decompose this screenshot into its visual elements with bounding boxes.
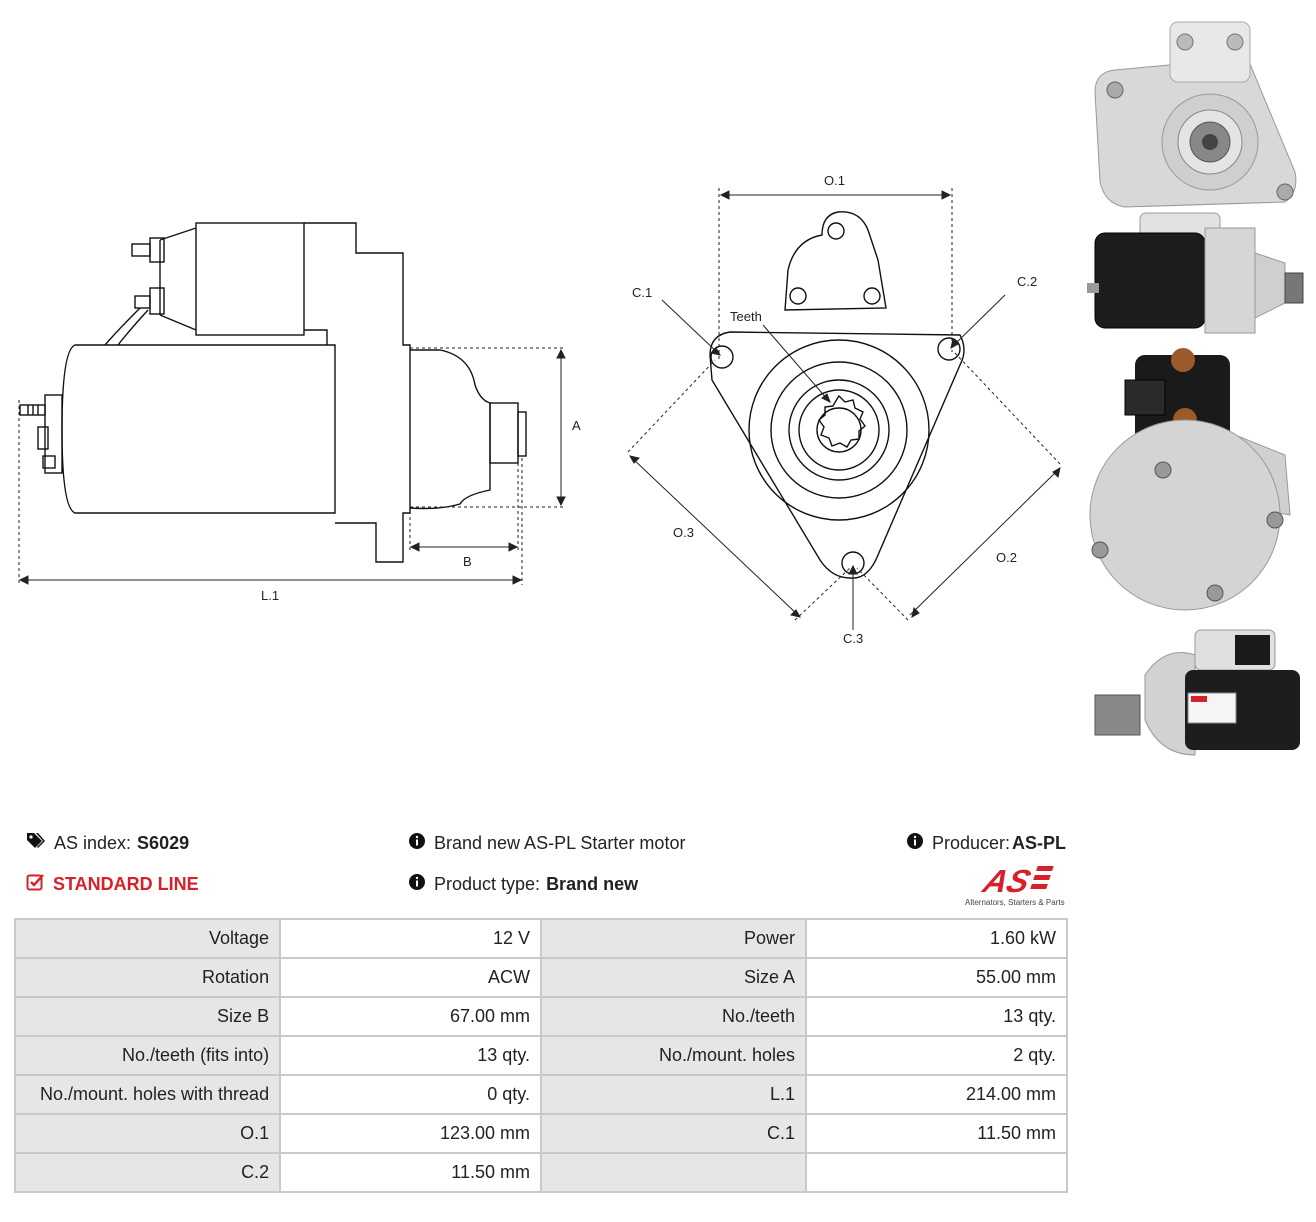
dim-l1-label: L.1 <box>261 588 279 603</box>
table-row: Voltage 12 V Power 1.60 kW <box>16 920 1066 957</box>
product-description: Brand new AS-PL Starter motor <box>434 833 686 853</box>
info-icon <box>408 832 426 855</box>
table-row: No./mount. holes with thread 0 qty. L.1 … <box>16 1076 1066 1113</box>
product-photo-label-side[interactable] <box>1085 625 1307 765</box>
specs-table: Voltage 12 V Power 1.60 kW Rotation ACW … <box>14 918 1068 1193</box>
logo-tagline: Alternators, Starters & Parts <box>965 898 1065 907</box>
info-icon <box>906 832 924 855</box>
table-row: O.1 123.00 mm C.1 11.50 mm <box>16 1115 1066 1152</box>
spec-label: Size A <box>541 959 806 996</box>
spec-value <box>807 1154 1066 1191</box>
product-type-label: Product type: <box>434 874 541 894</box>
producer-value: AS-PL <box>1012 833 1067 853</box>
as-index-value: S6029 <box>137 833 190 853</box>
teeth-label: Teeth <box>730 309 762 324</box>
dim-o1-label: O.1 <box>824 173 845 188</box>
spec-label: C.1 <box>541 1115 806 1152</box>
dim-c1-label: C.1 <box>632 285 652 300</box>
spec-value: 12 V <box>281 920 540 957</box>
dim-o3-label: O.3 <box>673 525 694 540</box>
side-view-drawing: A B L.1 <box>18 222 581 603</box>
spec-value: 11.50 mm <box>281 1154 540 1191</box>
description-row: Brand new AS-PL Starter motor <box>408 832 685 855</box>
info-icon <box>408 873 426 896</box>
spec-label: Rotation <box>16 959 280 996</box>
as-pl-logo: AS Alternators, Starters & Parts <box>965 862 1065 907</box>
spec-value: 2 qty. <box>807 1037 1066 1074</box>
spec-label: No./mount. holes with thread <box>16 1076 280 1113</box>
dim-b-label: B <box>463 554 472 569</box>
tags-icon <box>26 832 46 855</box>
dim-c2-label: C.2 <box>1017 274 1037 289</box>
product-photo-rear[interactable] <box>1085 345 1307 615</box>
standard-line-label: STANDARD LINE <box>53 874 199 894</box>
spec-label: C.2 <box>16 1154 280 1191</box>
spec-label: L.1 <box>541 1076 806 1113</box>
table-row: C.2 11.50 mm <box>16 1154 1066 1191</box>
check-square-icon <box>26 873 45 896</box>
spec-value: 123.00 mm <box>281 1115 540 1152</box>
table-row: Rotation ACW Size A 55.00 mm <box>16 959 1066 996</box>
spec-label: Size B <box>16 998 280 1035</box>
as-index-row: AS index: S6029 <box>26 832 189 855</box>
spec-label: Power <box>541 920 806 957</box>
spec-label: No./mount. holes <box>541 1037 806 1074</box>
dim-c3-label: C.3 <box>843 631 863 646</box>
spec-value: 13 qty. <box>807 998 1066 1035</box>
product-photo-side[interactable] <box>1085 208 1307 338</box>
dim-a-label: A <box>572 418 581 433</box>
spec-value: 1.60 kW <box>807 920 1066 957</box>
spec-label: No./teeth <box>541 998 806 1035</box>
product-photo-front[interactable] <box>1085 12 1307 212</box>
spec-value: 55.00 mm <box>807 959 1066 996</box>
spec-label: No./teeth (fits into) <box>16 1037 280 1074</box>
logo-text: AS <box>978 863 1035 896</box>
producer-label: Producer: <box>932 833 1011 853</box>
spec-label: Voltage <box>16 920 280 957</box>
spec-value: 214.00 mm <box>807 1076 1066 1113</box>
spec-label <box>541 1154 806 1191</box>
spec-label: O.1 <box>16 1115 280 1152</box>
standard-line-row: STANDARD LINE <box>26 873 199 896</box>
producer-row: Producer: AS-PL <box>906 832 1066 855</box>
dim-o2-label: O.2 <box>996 550 1017 565</box>
table-row: No./teeth (fits into) 13 qty. No./mount.… <box>16 1037 1066 1074</box>
spec-value: ACW <box>281 959 540 996</box>
spec-value: 13 qty. <box>281 1037 540 1074</box>
spec-value: 67.00 mm <box>281 998 540 1035</box>
as-index-label: AS index: <box>54 833 132 853</box>
product-type-value: Brand new <box>546 874 639 894</box>
spec-value: 0 qty. <box>281 1076 540 1113</box>
table-row: Size B 67.00 mm No./teeth 13 qty. <box>16 998 1066 1035</box>
product-type-row: Product type: Brand new <box>408 873 638 896</box>
spec-value: 11.50 mm <box>807 1115 1066 1152</box>
front-view-drawing: O.1 C.1 C.2 Teeth O.3 O.2 C.3 <box>627 173 1061 646</box>
